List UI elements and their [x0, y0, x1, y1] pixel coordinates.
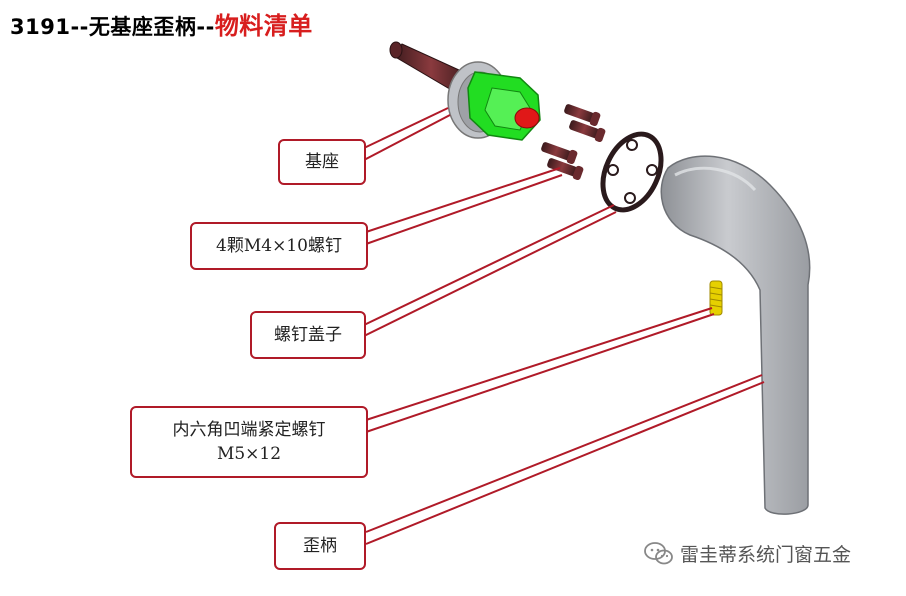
shaft-part [389, 41, 471, 96]
leader-lines [363, 107, 765, 545]
page-title: 3191--无基座歪柄--物料清单 [10, 6, 313, 41]
label-handle: 歪柄 [274, 522, 366, 570]
label-screw-cap: 螺钉盖子 [250, 311, 366, 359]
screw-cap-part [600, 131, 664, 213]
base-part [447, 61, 541, 141]
title-prefix: 3191--无基座歪柄-- [10, 15, 215, 39]
handle-part [660, 155, 811, 515]
wechat-icon [644, 541, 673, 564]
set-screw-part [709, 280, 723, 316]
label-set-screw: 内六角凹端紧定螺钉 M5×12 [130, 406, 368, 478]
title-highlight: 物料清单 [214, 12, 313, 40]
label-base: 基座 [278, 139, 366, 185]
watermark-text: 雷圭蒂系统门窗五金 [680, 544, 852, 566]
label-screws: 4颗M4×10螺钉 [190, 222, 368, 270]
screws-part [541, 104, 606, 181]
watermark: 雷圭蒂系统门窗五金 [644, 540, 851, 567]
